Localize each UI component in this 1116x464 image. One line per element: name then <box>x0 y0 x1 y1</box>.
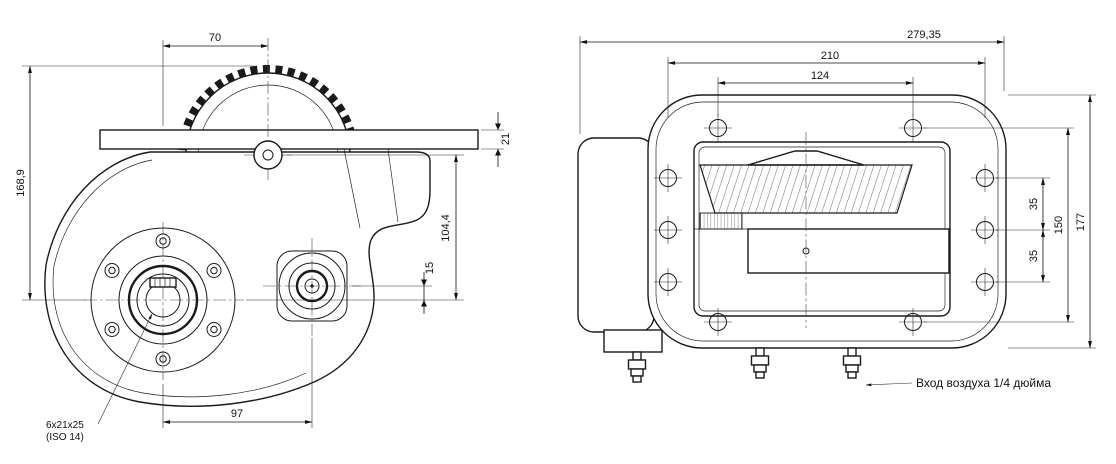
housing-outline <box>44 151 431 407</box>
mounting-plate <box>99 129 479 229</box>
helical-gear-section <box>699 164 913 214</box>
boss-flange <box>276 250 348 322</box>
dim-104-4-text: 104,4 <box>440 214 452 242</box>
spline-ticks <box>149 277 177 288</box>
dimension-overall-height-right: 177 <box>1008 94 1096 349</box>
dimension-top-hole-spacing: 124 <box>717 70 914 116</box>
spline-note: 6x21x25 (ISO 14) <box>46 313 153 443</box>
dim-21-text: 21 <box>500 133 512 145</box>
dim-35-lower-text: 35 <box>1028 250 1040 262</box>
bearing-rollers <box>699 212 743 230</box>
dimension-shaft-spacing: 97 <box>162 338 313 428</box>
side-body-foot <box>603 329 663 353</box>
spline-note-line1: 6x21x25 <box>46 420 84 431</box>
dimension-side-hole-gaps: 35 35 <box>996 177 1050 283</box>
air-inlet-callout: Вход воздуха 1/4 дюйма <box>865 376 1051 390</box>
dimension-center-offset: 15 <box>352 262 436 314</box>
main-bearing <box>90 227 236 373</box>
flange-inner-circle <box>118 255 208 345</box>
dimension-plate-thickness: 21 <box>481 112 512 167</box>
plate-rib-1 <box>343 148 361 229</box>
dimension-gear-offset: 70 <box>162 32 269 126</box>
dim-150-text: 150 <box>1053 216 1065 234</box>
plate-outline <box>99 129 479 150</box>
filler-plug <box>750 347 770 379</box>
drain-plug <box>627 351 647 383</box>
bearing-bold-circle <box>127 264 199 336</box>
boss-outer-circle <box>278 252 346 320</box>
dim-70-text: 70 <box>209 32 221 44</box>
dimension-shaft-height: 104,4 <box>246 154 464 301</box>
air-inlet-label: Вход воздуха 1/4 дюйма <box>916 376 1051 390</box>
dim-279-35-text: 279,35 <box>907 29 941 41</box>
dim-15-text: 15 <box>424 262 436 274</box>
side-body <box>577 137 655 333</box>
dim-210-text: 210 <box>821 50 839 62</box>
air-inlet-fitting <box>842 347 862 379</box>
internal-gear <box>694 150 950 274</box>
dimension-overall-width: 279,35 <box>579 29 1005 134</box>
plate-rib-2 <box>387 148 399 223</box>
dim-168-9-text: 168,9 <box>15 169 27 197</box>
dim-35-upper-text: 35 <box>1028 198 1040 210</box>
dimension-bolt-height: 150 <box>924 127 1074 323</box>
bearing-mid-circle <box>136 273 190 327</box>
housing-inner-line <box>52 159 307 398</box>
dimension-bolt-width: 210 <box>667 50 986 118</box>
boss-bore-circle <box>304 278 320 294</box>
gear-hub <box>253 140 283 170</box>
dim-124-text: 124 <box>811 70 829 82</box>
bottom-fittings <box>627 347 862 383</box>
hub-outer <box>253 140 283 170</box>
flange-outer-circle <box>90 227 236 373</box>
left-view: 70 21 168,9 104,4 <box>15 32 512 443</box>
dimension-overall-height: 168,9 <box>15 65 254 301</box>
shaft-block <box>747 228 950 274</box>
output-boss <box>276 250 348 322</box>
dim-97-text: 97 <box>231 408 243 420</box>
face-plate-inner-line <box>655 101 999 342</box>
spline-note-line2: (ISO 14) <box>46 432 84 443</box>
dim-177-text: 177 <box>1075 213 1087 231</box>
boss-mid-circle <box>288 262 336 310</box>
boss-center-dot <box>310 284 314 288</box>
boss-bold-circle <box>295 269 329 303</box>
right-view: 279,35 210 124 35 35 <box>577 29 1096 390</box>
housing <box>44 151 431 407</box>
hub-bore <box>262 149 274 161</box>
